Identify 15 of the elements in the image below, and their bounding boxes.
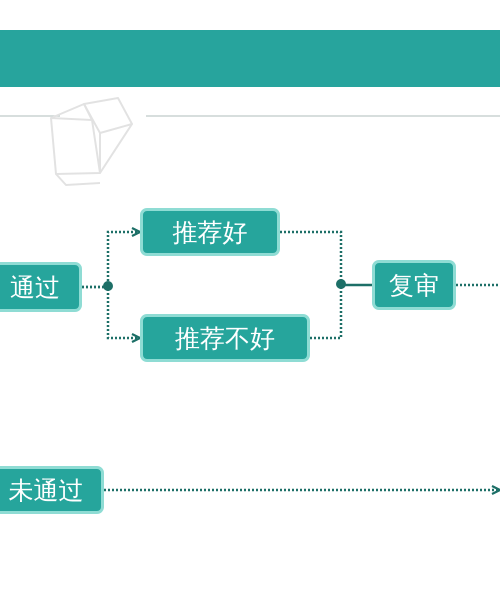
dotted-arrow (104, 484, 500, 496)
dotted-connector (280, 230, 372, 286)
node-label: 推荐好 (172, 216, 248, 248)
dotted-connector (456, 284, 500, 286)
dotted-connector (310, 284, 372, 340)
process-box (372, 260, 456, 310)
node-label: 推荐不好 (175, 322, 275, 354)
process-box (140, 314, 310, 362)
process-box (140, 208, 280, 256)
node-label: 未通过 (8, 474, 84, 506)
process-box (0, 262, 82, 312)
node-label: 通过 (10, 272, 60, 304)
dotted-arrow (82, 286, 142, 344)
node-label: 复审 (389, 270, 439, 302)
process-box (0, 466, 104, 514)
